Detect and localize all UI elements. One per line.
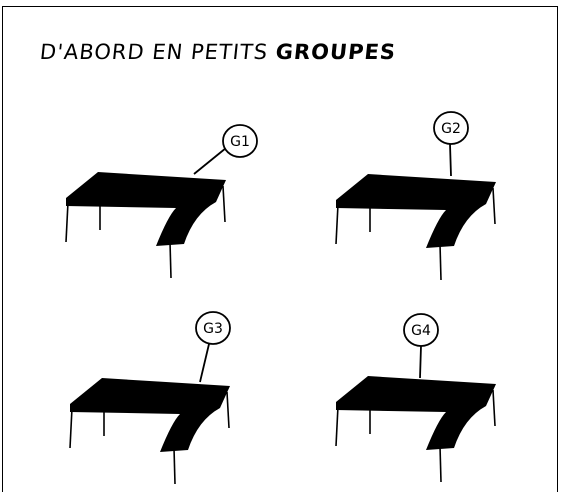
group-4-badge: G4: [403, 313, 439, 347]
group-4-table: [335, 375, 497, 483]
group-4-connector: [419, 345, 422, 379]
group-2-label: G2: [441, 121, 461, 137]
group-2-badge: G2: [433, 111, 469, 145]
group-2-table: [335, 173, 497, 281]
group-4-label: G4: [411, 323, 431, 339]
group-1-connector: [193, 147, 227, 175]
group-3-label: G3: [203, 321, 223, 337]
group-1-table: [65, 171, 227, 279]
group-2-connector: [449, 143, 452, 177]
group-3-badge: G3: [195, 311, 231, 345]
group-1-badge: G1: [222, 124, 258, 158]
group-3-connector: [199, 343, 210, 383]
group-3-table: [69, 377, 231, 485]
drawing-frame: [2, 6, 558, 492]
group-1-label: G1: [230, 134, 250, 150]
